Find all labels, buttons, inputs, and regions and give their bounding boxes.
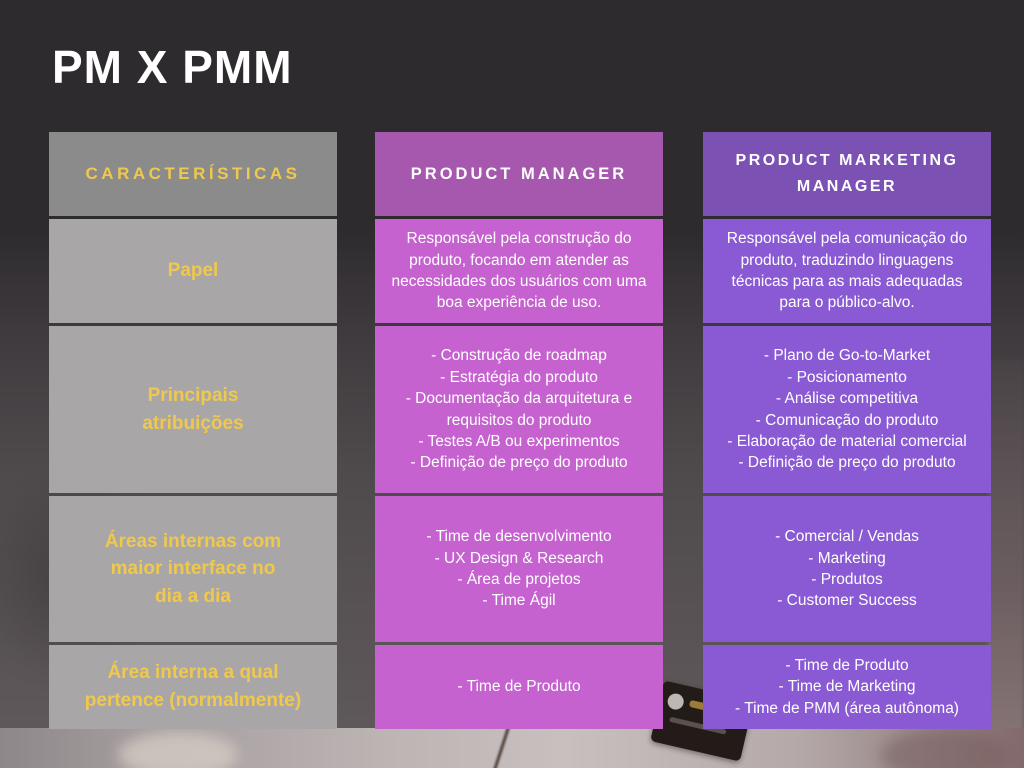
photo-hand-blur xyxy=(118,732,238,768)
background-photo-bottom xyxy=(0,728,1024,768)
cell-pmm-area-interna-pertence: - Time de Produto - Time de Marketing - … xyxy=(703,645,991,729)
cell-pm-papel: Responsável pela construção do produto, … xyxy=(375,219,663,323)
photo-hand-blur xyxy=(880,730,1010,768)
row-label-area-interna-pertence: Área interna a qual pertence (normalment… xyxy=(49,645,337,729)
column-caracteristicas: CARACTERÍSTICAS Papel Principais atribui… xyxy=(49,132,337,729)
column-product-marketing-manager: PRODUCT MARKETING MANAGER Responsável pe… xyxy=(703,132,991,729)
cell-pm-area-interna-pertence: - Time de Produto xyxy=(375,645,663,729)
cell-pmm-principais-atribuicoes: - Plano de Go-to-Market - Posicionamento… xyxy=(703,326,991,493)
cell-pm-areas-internas: - Time de desenvolvimento - UX Design & … xyxy=(375,496,663,642)
column-product-manager: PRODUCT MANAGER Responsável pela constru… xyxy=(375,132,663,729)
cell-pmm-areas-internas: - Comercial / Vendas - Marketing - Produ… xyxy=(703,496,991,642)
cell-pm-principais-atribuicoes: - Construção de roadmap - Estratégia do … xyxy=(375,326,663,493)
row-label-papel: Papel xyxy=(49,219,337,323)
page-title: PM X PMM xyxy=(52,41,293,93)
column-header-caracteristicas: CARACTERÍSTICAS xyxy=(49,132,337,216)
background-photo-right-edge xyxy=(988,360,1024,768)
comparison-table: CARACTERÍSTICAS Papel Principais atribui… xyxy=(49,132,991,729)
cell-pmm-papel: Responsável pela comunicação do produto,… xyxy=(703,219,991,323)
row-label-areas-internas: Áreas internas com maior interface no di… xyxy=(49,496,337,642)
column-header-product-marketing-manager: PRODUCT MARKETING MANAGER xyxy=(703,132,991,216)
row-label-principais-atribuicoes: Principais atribuições xyxy=(49,326,337,493)
column-header-product-manager: PRODUCT MANAGER xyxy=(375,132,663,216)
